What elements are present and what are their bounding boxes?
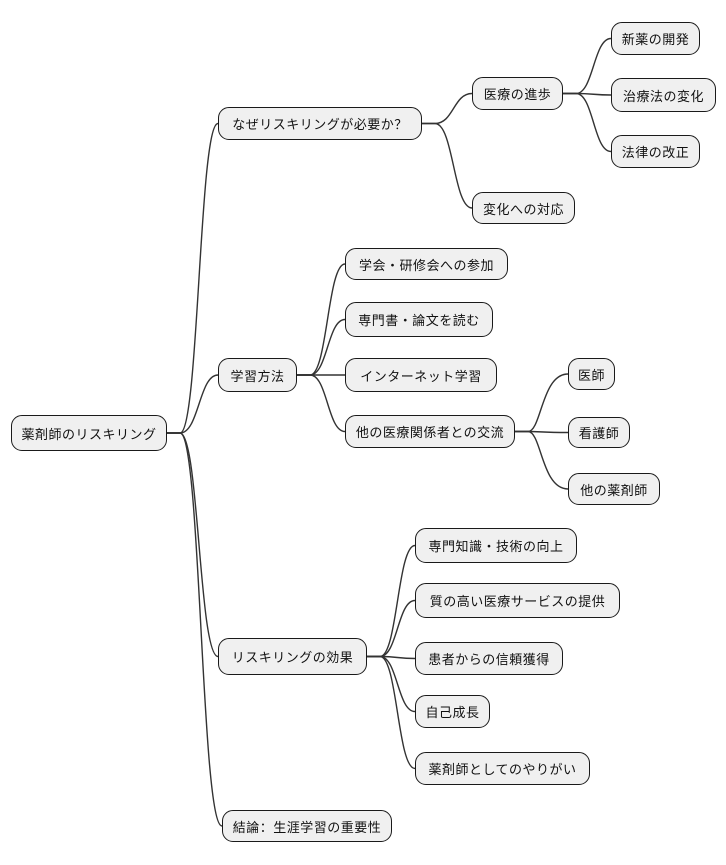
edge-exchange-otherph <box>514 430 569 490</box>
node-pharmacist-fulfillment[interactable]: 薬剤師としてのやりがい <box>415 752 590 785</box>
node-new-drug-development[interactable]: 新薬の開発 <box>611 22 700 55</box>
node-medical-progress[interactable]: 医療の進歩 <box>472 77 563 110</box>
node-internet-learning[interactable]: インターネット学習 <box>345 358 497 392</box>
node-root-pharmacist-reskilling[interactable]: 薬剤師のリスキリング <box>11 415 167 451</box>
node-quality-medical-service[interactable]: 質の高い医療サービスの提供 <box>415 583 620 618</box>
node-legal-revision[interactable]: 法律の改正 <box>611 135 700 168</box>
node-reading-books-papers[interactable]: 専門書・論文を読む <box>345 302 493 337</box>
node-reskilling-effects[interactable]: リスキリングの効果 <box>218 638 367 675</box>
edge-root-learn <box>166 374 219 434</box>
edge-medprog-law <box>562 92 612 153</box>
edge-learn-books <box>296 318 346 376</box>
edge-learn-exchange <box>296 374 346 433</box>
node-self-growth[interactable]: 自己成長 <box>415 695 490 728</box>
edge-root-why <box>166 122 219 434</box>
node-exchange-with-medical-staff[interactable]: 他の医療関係者との交流 <box>345 415 515 448</box>
node-other-pharmacists[interactable]: 他の薬剤師 <box>568 473 660 505</box>
edge-root-conclusion <box>166 432 223 827</box>
node-treatment-method-changes[interactable]: 治療法の変化 <box>611 78 716 112</box>
node-nurse[interactable]: 看護師 <box>568 417 630 448</box>
edge-exchange-doctor <box>514 373 569 433</box>
edge-effect-quality <box>366 599 416 658</box>
node-conference-training-participation[interactable]: 学会・研修会への参加 <box>345 248 508 280</box>
edge-medprog-newdrug <box>562 37 612 95</box>
edge-why-medprog <box>421 92 473 125</box>
edge-effect-worth <box>366 655 416 770</box>
node-knowledge-skill-improvement[interactable]: 専門知識・技術の向上 <box>415 528 577 563</box>
node-learning-methods[interactable]: 学習方法 <box>218 358 297 392</box>
node-doctor[interactable]: 医師 <box>568 358 615 390</box>
edge-root-effect <box>166 432 219 658</box>
edge-effect-growth <box>366 655 416 713</box>
node-conclusion-lifelong-learning[interactable]: 結論：生涯学習の重要性 <box>222 810 392 842</box>
edge-learn-conf <box>296 263 346 376</box>
edge-why-change <box>421 122 473 209</box>
node-adapting-to-change[interactable]: 変化への対応 <box>472 192 575 224</box>
node-why-reskilling-needed[interactable]: なぜリスキリングが必要か？ <box>218 107 422 140</box>
node-patient-trust[interactable]: 患者からの信頼獲得 <box>415 642 563 675</box>
edge-effect-knowledge <box>366 544 416 658</box>
